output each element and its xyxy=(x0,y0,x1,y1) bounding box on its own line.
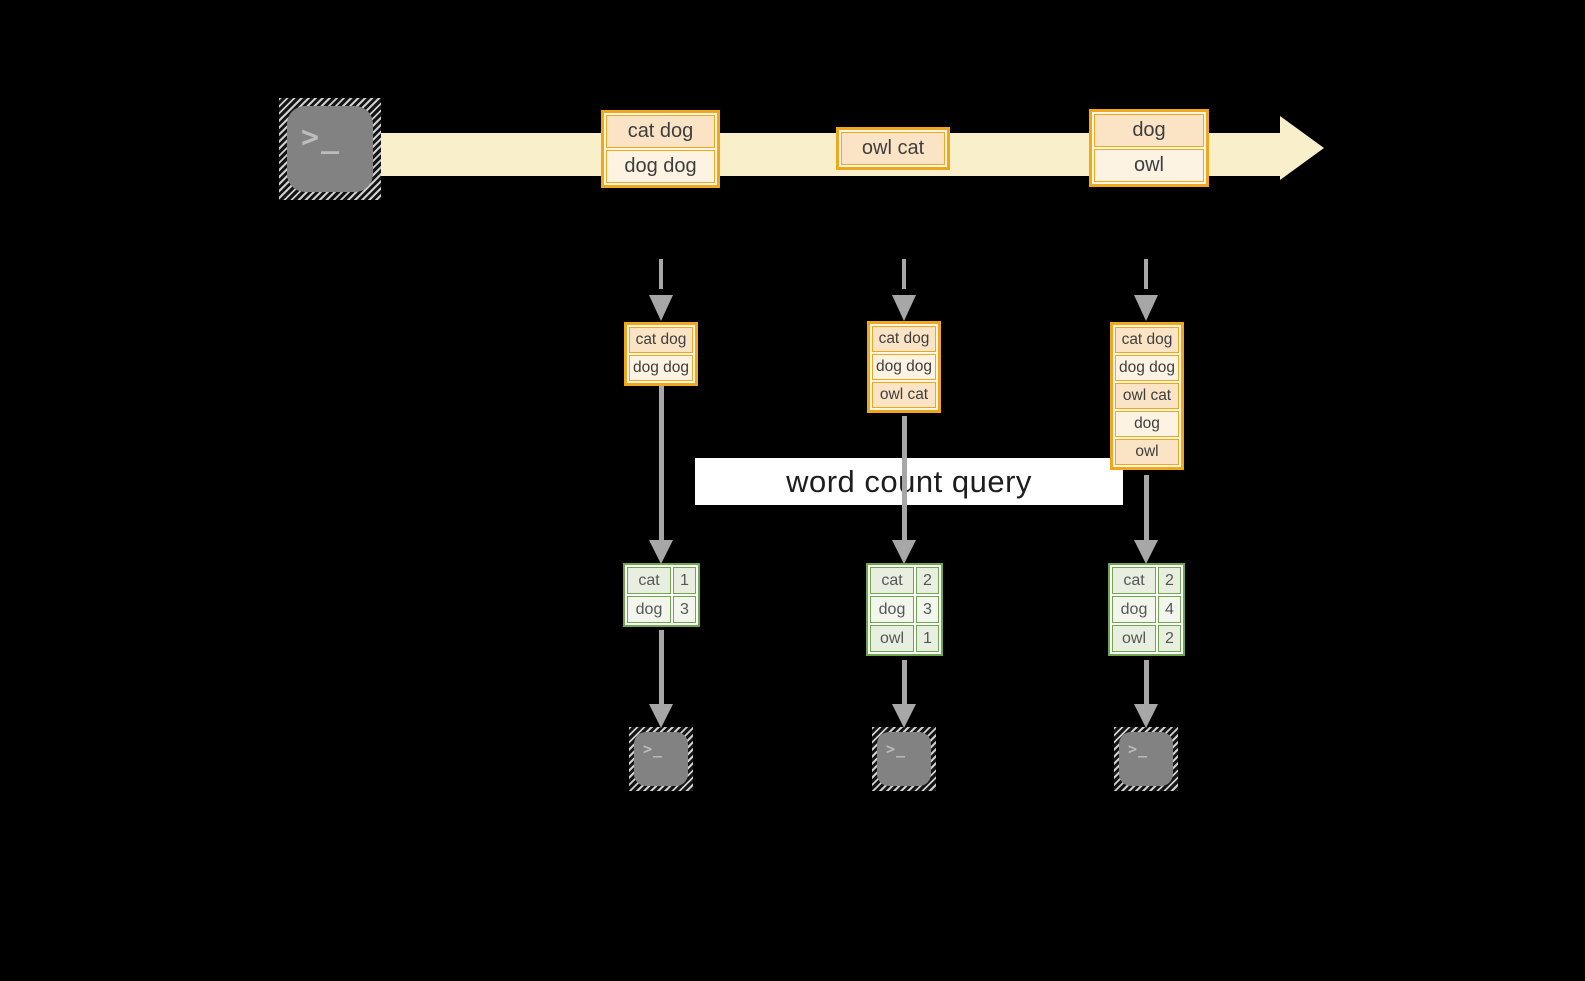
output-arrow-head-2 xyxy=(892,704,916,728)
stream-word-row: dog xyxy=(1094,114,1204,147)
result-count-cell: 2 xyxy=(916,567,939,594)
input-state-2: cat dog dog dog owl cat xyxy=(867,321,941,413)
terminal-prompt-glyph: >_ xyxy=(886,740,907,758)
stream-word-row: cat dog xyxy=(606,115,715,148)
result-word-cell: dog xyxy=(1112,596,1156,623)
state-word-row: dog dog xyxy=(1115,355,1179,381)
stream-batch-1: cat dog dog dog xyxy=(601,110,720,188)
result-count-cell: 1 xyxy=(673,567,696,594)
result-table-2: cat 2 dog 3 owl 1 xyxy=(866,563,943,656)
dashed-arrow-head-2 xyxy=(892,295,916,321)
stream-batch-2: owl cat xyxy=(836,127,950,170)
query-arrow-line-3 xyxy=(1144,475,1149,540)
input-state-1: cat dog dog dog xyxy=(624,322,698,386)
result-word-cell: cat xyxy=(1112,567,1156,594)
terminal-prompt-glyph: >_ xyxy=(1128,740,1149,758)
output-arrow-line-1 xyxy=(659,630,664,704)
terminal-sink-icon-1: >_ xyxy=(634,732,688,786)
query-arrow-line-1 xyxy=(659,386,664,540)
state-word-row: cat dog xyxy=(629,327,693,353)
dashed-arrow-line-1 xyxy=(659,259,663,289)
result-word-cell: dog xyxy=(627,596,671,623)
stream-timeline-arrowhead xyxy=(1280,116,1324,180)
query-arrow-head-1 xyxy=(649,540,673,564)
state-word-row: dog xyxy=(1115,411,1179,437)
result-table-1: cat 1 dog 3 xyxy=(623,563,700,627)
stream-word-row: dog dog xyxy=(606,150,715,183)
state-word-row: cat dog xyxy=(1115,327,1179,353)
terminal-prompt-glyph: >_ xyxy=(643,740,664,758)
dashed-arrow-line-3 xyxy=(1144,259,1148,289)
query-arrow-head-2 xyxy=(892,540,916,564)
result-word-cell: dog xyxy=(870,596,914,623)
result-word-cell: owl xyxy=(870,625,914,652)
output-arrow-line-3 xyxy=(1144,660,1149,704)
result-table-3: cat 2 dog 4 owl 2 xyxy=(1108,563,1185,656)
stream-batch-3: dog owl xyxy=(1089,109,1209,187)
state-word-row: owl cat xyxy=(872,382,936,408)
result-word-cell: owl xyxy=(1112,625,1156,652)
output-arrow-head-1 xyxy=(649,704,673,728)
query-label: word count query xyxy=(786,463,1032,499)
dashed-arrow-head-1 xyxy=(649,295,673,321)
result-count-cell: 3 xyxy=(916,596,939,623)
stream-word-row: owl cat xyxy=(841,132,945,165)
result-count-cell: 1 xyxy=(916,625,939,652)
output-arrow-line-2 xyxy=(902,660,907,704)
query-arrow-head-3 xyxy=(1134,540,1158,564)
state-word-row: owl xyxy=(1115,439,1179,465)
terminal-sink-icon-2: >_ xyxy=(877,732,931,786)
state-word-row: owl cat xyxy=(1115,383,1179,409)
query-arrow-line-2 xyxy=(902,416,907,540)
stream-word-row: owl xyxy=(1094,149,1204,182)
result-count-cell: 3 xyxy=(673,596,696,623)
state-word-row: cat dog xyxy=(872,326,936,352)
dashed-arrow-line-2 xyxy=(902,259,906,289)
dashed-arrow-head-3 xyxy=(1134,295,1158,321)
state-word-row: dog dog xyxy=(872,354,936,380)
input-state-3: cat dog dog dog owl cat dog owl xyxy=(1110,322,1184,470)
result-word-cell: cat xyxy=(627,567,671,594)
result-count-cell: 2 xyxy=(1158,567,1181,594)
result-count-cell: 4 xyxy=(1158,596,1181,623)
result-word-cell: cat xyxy=(870,567,914,594)
terminal-source-icon: >_ xyxy=(287,106,373,192)
output-arrow-head-3 xyxy=(1134,704,1158,728)
terminal-sink-icon-3: >_ xyxy=(1119,732,1173,786)
query-label-band: word count query xyxy=(695,458,1123,505)
result-count-cell: 2 xyxy=(1158,625,1181,652)
terminal-prompt-glyph: >_ xyxy=(301,120,342,155)
state-word-row: dog dog xyxy=(629,355,693,381)
